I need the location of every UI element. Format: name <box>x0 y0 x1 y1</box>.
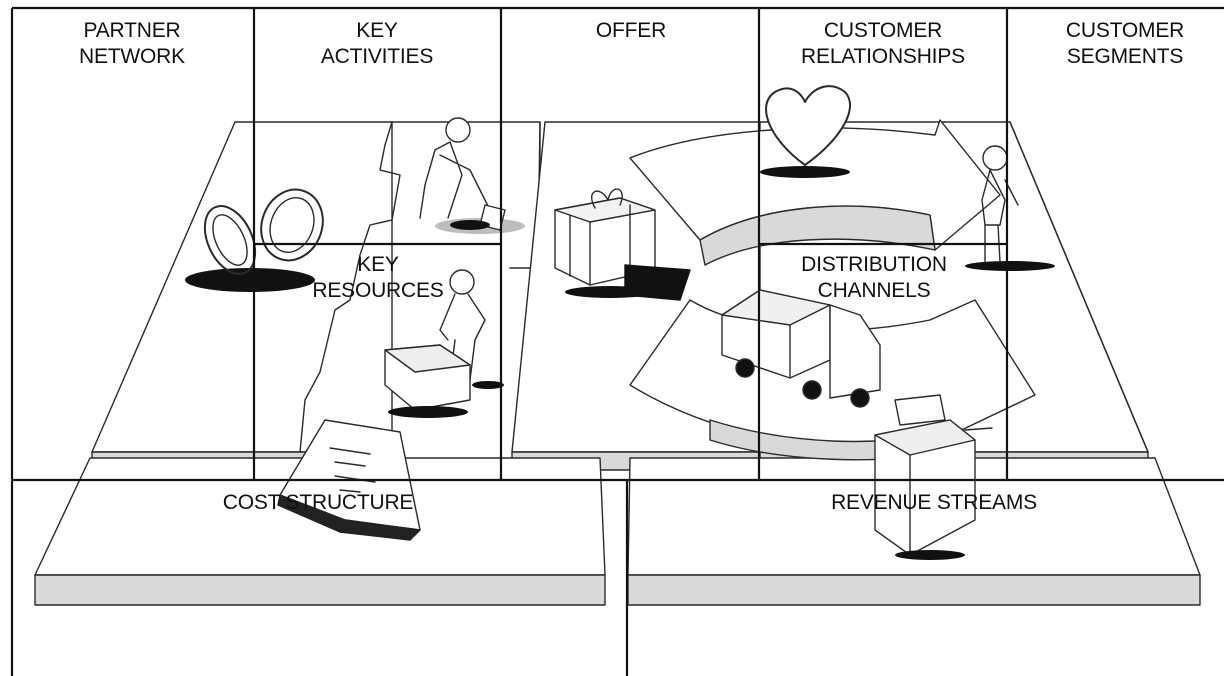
key-activities-label: KEY ACTIVITIES <box>297 18 457 70</box>
partner-network-line-1: PARTNER <box>52 18 212 44</box>
customer-segments-line-1: CUSTOMER <box>1045 18 1205 44</box>
key-activities-line-1: KEY <box>297 18 457 44</box>
key-resources-line-1: KEY <box>298 252 458 278</box>
cost-structure-label: COST STRUCTURE <box>188 490 448 516</box>
key-activities-line-2: ACTIVITIES <box>297 44 457 70</box>
customer-relationships-line-1: CUSTOMER <box>783 18 983 44</box>
offer-label: OFFER <box>551 18 711 44</box>
customer-relationships-label: CUSTOMER RELATIONSHIPS <box>783 18 983 70</box>
distribution-channels-line-2: CHANNELS <box>789 278 959 304</box>
customer-relationships-line-2: RELATIONSHIPS <box>783 44 983 70</box>
customer-segments-label: CUSTOMER SEGMENTS <box>1045 18 1205 70</box>
cost-structure-line-1: COST STRUCTURE <box>188 490 448 516</box>
partner-network-line-2: NETWORK <box>52 44 212 70</box>
partner-network-label: PARTNER NETWORK <box>52 18 212 70</box>
distribution-channels-label: DISTRIBUTION CHANNELS <box>789 252 959 304</box>
revenue-streams-line-1: REVENUE STREAMS <box>800 490 1068 516</box>
worker-digging-icon <box>420 118 525 234</box>
offer-line-1: OFFER <box>551 18 711 44</box>
revenue-streams-label: REVENUE STREAMS <box>800 490 1068 516</box>
customer-segments-line-2: SEGMENTS <box>1045 44 1205 70</box>
distribution-channels-line-1: DISTRIBUTION <box>789 252 959 278</box>
key-resources-line-2: RESOURCES <box>298 278 458 304</box>
key-resources-label: KEY RESOURCES <box>298 252 458 304</box>
